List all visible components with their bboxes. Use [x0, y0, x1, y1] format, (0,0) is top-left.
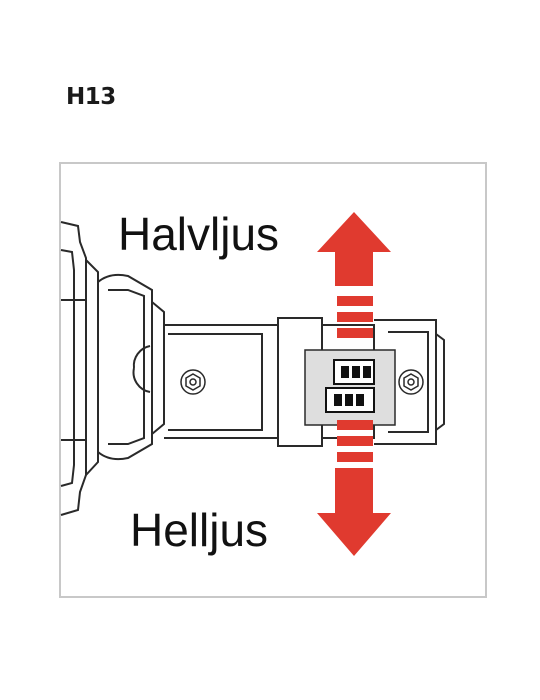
screw-icon [398, 369, 424, 395]
bulb-body [164, 317, 445, 447]
screw-icon [180, 369, 206, 395]
low-beam-label: Halvljus [118, 208, 280, 260]
switch-icon [304, 349, 396, 426]
high-beam-label: Helljus [130, 504, 269, 556]
diagram-frame [59, 162, 487, 598]
model-label: H13 [66, 84, 116, 110]
arrow-up-icon [317, 212, 391, 338]
bulb-base-icon [60, 221, 165, 516]
arrow-down-icon [317, 420, 391, 556]
